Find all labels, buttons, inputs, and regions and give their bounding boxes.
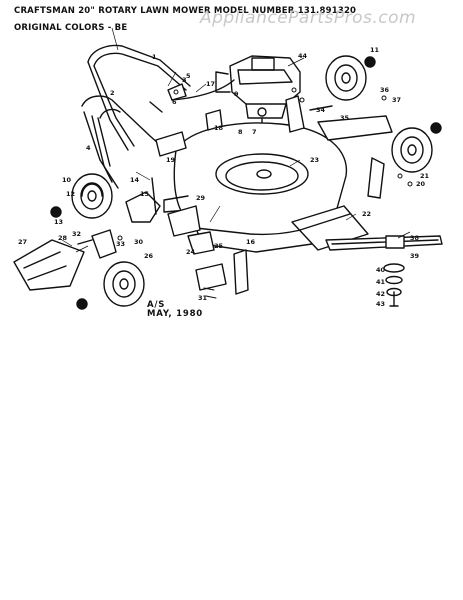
blade-hardware: [383, 263, 405, 307]
baffle: [167, 205, 215, 255]
callout-28: 28: [58, 234, 68, 242]
callout-39: 39: [410, 252, 420, 260]
original-colors-line: ORIGINAL COLORS - BE: [14, 23, 128, 33]
callout-9: 9: [234, 90, 239, 98]
callout-12: 12: [66, 190, 75, 198]
callout-13: 13: [54, 218, 63, 226]
callout-20: 20: [416, 180, 426, 188]
callout-24: 24: [186, 248, 196, 256]
height-adjuster-right-front: [367, 157, 385, 199]
callout-18: 18: [214, 124, 224, 132]
watermark: AppliancePartsPros.com: [200, 8, 417, 28]
callout-2: 2: [110, 89, 115, 97]
callout-38: 38: [410, 234, 420, 242]
callout-42: 42: [376, 290, 385, 298]
callout-41: 41: [376, 278, 386, 286]
callout-3: 3: [182, 76, 187, 84]
callout-19: 19: [166, 156, 176, 164]
rear-bracket: [195, 249, 249, 295]
callout-23: 23: [310, 156, 319, 164]
callout-44: 44: [298, 52, 308, 60]
callout-7: 7: [252, 128, 257, 136]
callout-35: 35: [340, 114, 350, 122]
wheel-rear-left: [103, 261, 145, 307]
callout-21: 21: [420, 172, 430, 180]
height-adjuster-left-rear: [77, 229, 117, 259]
callout-37: 37: [392, 96, 401, 104]
height-adjuster-left-front: [125, 177, 161, 223]
callout-1: 1: [152, 53, 157, 61]
diagram-title: CRAFTSMAN 20" ROTARY LAWN MOWER MODEL NU…: [14, 6, 357, 16]
hub-caps: [50, 56, 442, 310]
callout-14: 14: [130, 176, 140, 184]
callout-4: 4: [86, 144, 91, 152]
grass-catcher-chute: [13, 239, 85, 291]
callout-5: 5: [186, 72, 191, 80]
throttle-control: [149, 83, 187, 113]
callout-25: 25: [214, 242, 224, 250]
callout-27: 27: [18, 238, 27, 246]
control-bracket: [155, 109, 223, 157]
callout-31: 31: [198, 294, 208, 302]
callout-33: 33: [116, 240, 125, 248]
callout-26: 26: [144, 252, 154, 260]
callout-36: 36: [380, 86, 390, 94]
callout-6: 6: [172, 98, 177, 106]
callout-34: 34: [316, 106, 326, 114]
leader-lines: [61, 27, 411, 253]
callout-15: 15: [140, 190, 150, 198]
height-adjuster-right-rear: [285, 95, 333, 133]
wheel-rear-right: [325, 55, 367, 101]
callout-40: 40: [376, 266, 386, 274]
misc-hardware: [117, 87, 413, 299]
callout-22: 22: [362, 210, 371, 218]
callout-10: 10: [62, 176, 72, 184]
handle-bracket: [91, 115, 113, 183]
callout-32: 32: [72, 230, 81, 238]
callout-16: 16: [246, 238, 256, 246]
control-cable: [171, 79, 235, 101]
side-deflector: [317, 115, 393, 141]
lower-handle: [81, 95, 169, 189]
caption-as: A/S: [147, 300, 166, 310]
upper-handle: [87, 44, 191, 151]
callout-17: 17: [206, 80, 215, 88]
callout-43: 43: [376, 300, 385, 308]
wheel-front-left: [71, 173, 113, 219]
callout-labels: 1 2 3 4 5 6 7 8 9 10 11 12 13 14 15 16 1…: [18, 46, 430, 308]
caption-date: MAY, 1980: [147, 309, 204, 319]
callout-29: 29: [196, 194, 206, 202]
callout-30: 30: [134, 238, 144, 246]
callout-11: 11: [370, 46, 380, 54]
wheel-front-right: [391, 127, 433, 173]
engine: [215, 55, 301, 151]
callout-8: 8: [238, 128, 243, 136]
blade-adapter: [385, 235, 405, 249]
